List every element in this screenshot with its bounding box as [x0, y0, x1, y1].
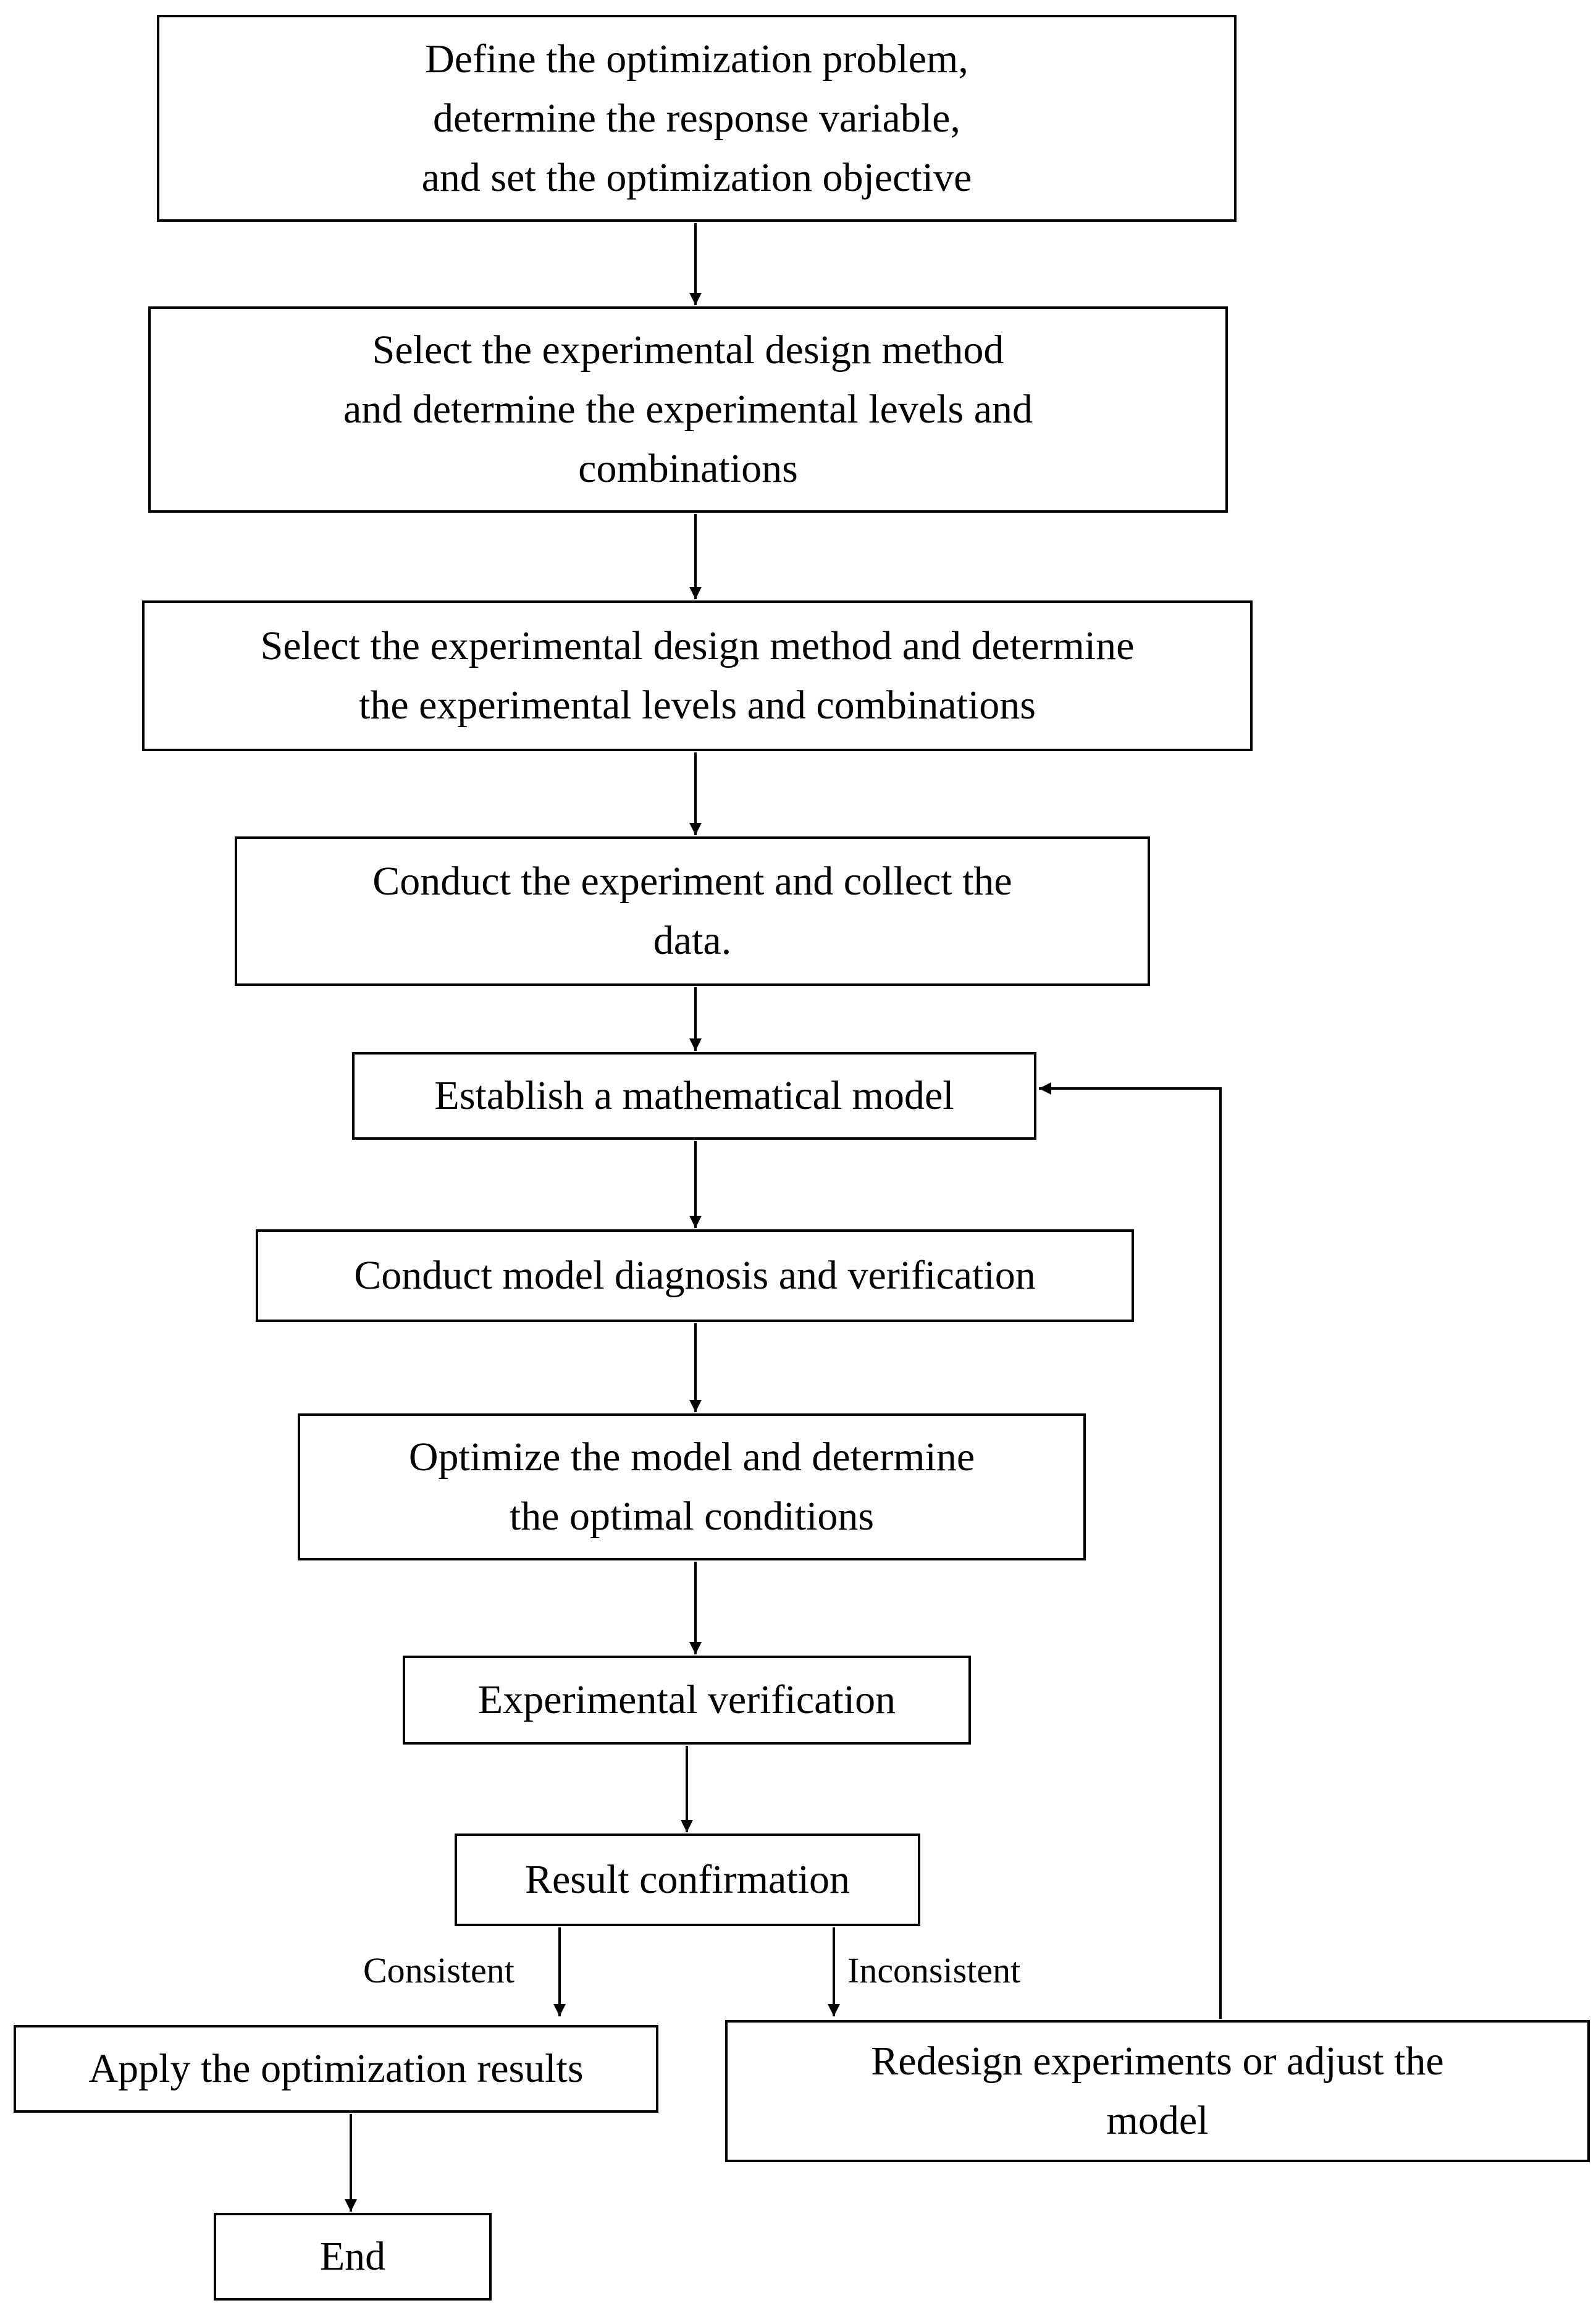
step-select-design-method-repeat: Select the experimental design method an… — [142, 600, 1253, 751]
step-define-problem: Define the optimization problem, determi… — [157, 15, 1237, 222]
step-experimental-verification: Experimental verification — [403, 1656, 971, 1745]
step-model-diagnosis: Conduct model diagnosis and verification — [256, 1229, 1134, 1322]
step-result-confirmation: Result confirmation — [455, 1834, 920, 1926]
step-conduct-experiment: Conduct the experiment and collect the d… — [235, 836, 1150, 986]
step-apply-results: Apply the optimization results — [14, 2025, 658, 2113]
step-redesign-experiments: Redesign experiments or adjust the model — [725, 2020, 1590, 2162]
step-optimize-model: Optimize the model and determine the opt… — [298, 1413, 1086, 1560]
step-establish-model: Establish a mathematical model — [352, 1052, 1036, 1140]
step-end: End — [214, 2213, 492, 2301]
connector-loop-back-to-model — [1039, 1082, 1222, 2019]
edge-label-consistent: Consistent — [363, 1950, 514, 1990]
step-select-design-method: Select the experimental design method an… — [148, 306, 1228, 513]
edge-label-inconsistent: Inconsistent — [847, 1950, 1021, 1990]
